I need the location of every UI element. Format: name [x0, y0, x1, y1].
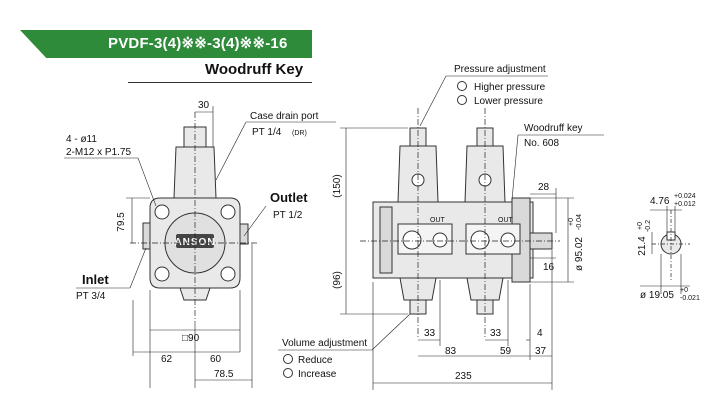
dim-4: 4 — [537, 328, 543, 339]
key-width-lower: +0.012 — [674, 201, 696, 208]
brand-text: ANSON — [174, 237, 215, 248]
dim-37: 37 — [535, 346, 547, 357]
dim-795: 79.5 — [116, 212, 127, 232]
subtitle-underline — [128, 82, 312, 83]
dim-235: 235 — [455, 371, 472, 382]
lower-pressure-icon — [457, 95, 467, 105]
inlet-size: PT 3/4 — [76, 291, 106, 302]
inlet-leader — [129, 247, 147, 289]
outlet-label: Outlet — [270, 190, 308, 205]
outlet-leader — [243, 205, 267, 237]
reduce-label: Reduce — [298, 355, 333, 366]
thread-callout: 2-M12 x P1.75 — [66, 147, 131, 158]
dim-33b: 33 — [490, 328, 502, 339]
dim-59: 59 — [500, 346, 512, 357]
key-depth-lower: -0.2 — [645, 220, 652, 232]
out-gauge-1 — [432, 232, 448, 248]
shaft-dia: ø 19.05 — [640, 290, 674, 301]
increase-label: Increase — [298, 369, 337, 380]
bolt-hole-callout: 4 - ø11 — [66, 134, 97, 145]
model-title: PVDF-3(4)※※-3(4)※※-16 — [108, 35, 288, 52]
key-width: 4.76 — [650, 196, 670, 207]
higher-pressure-icon — [457, 81, 467, 91]
volume-adjust-title: Volume adjustment — [282, 338, 367, 349]
case-drain-note: (DR) — [292, 130, 307, 137]
out-label-2: OUT — [498, 217, 514, 224]
shaft-dia-upper: +0 — [680, 287, 688, 294]
bolt-hole-br — [220, 266, 236, 282]
woodruff-leader — [511, 134, 519, 201]
out-label-1: OUT — [430, 217, 446, 224]
woodruff-key-title: Woodruff key — [524, 123, 583, 134]
higher-pressure: Higher pressure — [474, 82, 546, 93]
dim-33a: 33 — [424, 328, 436, 339]
increase-icon — [283, 368, 293, 378]
woodruff-key-no: No. 608 — [524, 138, 559, 149]
dim-28: 28 — [538, 182, 550, 193]
subtitle: Woodruff Key — [205, 61, 304, 78]
dim-785: 78.5 — [214, 369, 234, 380]
key-width-upper: +0.024 — [674, 193, 696, 200]
outlet-size: PT 1/2 — [273, 210, 303, 221]
volume-leader — [371, 313, 411, 351]
case-drain-leader — [215, 121, 247, 181]
dim-9502: ø 95.02 — [574, 237, 585, 271]
case-drain-size: PT 1/4 — [252, 127, 282, 138]
dim-62: 62 — [161, 354, 173, 365]
end-view: ANSON 30 Case drain port PT 1/4 (DR) 4 -… — [64, 100, 336, 388]
key-depth-upper: +0 — [637, 222, 644, 230]
dim-9502-upper: +0 — [568, 218, 575, 226]
out-port-1 — [402, 230, 422, 250]
reduce-icon — [283, 354, 293, 364]
key-section-view: 4.76 +0.024 +0.012 21.4 +0 -0.2 ø 19.05 … — [637, 193, 700, 302]
dim-30: 30 — [198, 100, 210, 111]
thread-leader — [137, 157, 157, 207]
dim-83: 83 — [445, 346, 457, 357]
bolt-hole-bl — [154, 266, 170, 282]
side-view: OUT OUT Pressure adjustment Higher press… — [278, 64, 604, 390]
inlet-label: Inlet — [82, 272, 109, 287]
dim-96: (96) — [332, 271, 343, 289]
bolt-hole-tr — [220, 204, 236, 220]
dim-sq90: □90 — [182, 333, 200, 344]
dim-60: 60 — [210, 354, 222, 365]
pressure-leader — [419, 75, 447, 127]
key-depth: 21.4 — [637, 236, 648, 256]
rear-cover — [379, 206, 393, 274]
out-gauge-2 — [500, 232, 516, 248]
dim-150: (150) — [332, 174, 343, 197]
case-drain-label: Case drain port — [250, 111, 319, 122]
pressure-adjust-title: Pressure adjustment — [454, 64, 546, 75]
title-banner — [20, 30, 312, 58]
dim-16: 16 — [543, 262, 555, 273]
lower-pressure: Lower pressure — [474, 96, 543, 107]
dim-9502-lower: -0.04 — [576, 214, 583, 230]
bolt-hole-tl — [154, 204, 170, 220]
shaft-dia-lower: -0.021 — [680, 295, 700, 302]
out-port-2 — [470, 230, 490, 250]
